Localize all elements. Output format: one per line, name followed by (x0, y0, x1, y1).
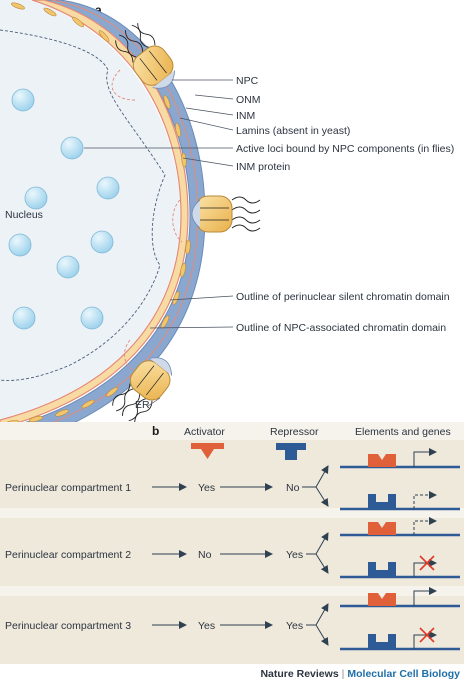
callout-npc: NPC (236, 75, 259, 87)
header-activator: Activator (184, 426, 225, 438)
callout-active-loci: Active loci bound by NPC components (in … (236, 143, 454, 155)
panel-a: a (0, 0, 454, 463)
panel-b-label: b (152, 424, 159, 438)
row-3-name: Perinuclear compartment 3 (5, 620, 131, 632)
callout-inm: INM (236, 110, 255, 122)
callout-leaders (84, 79, 234, 329)
row-2-repressor: Yes (286, 549, 303, 561)
callout-onm: ONM (236, 94, 261, 106)
row-1-activator: Yes (198, 482, 215, 494)
row-1-repressor: No (286, 482, 300, 494)
repressor-glyph (276, 443, 306, 460)
callout-silent-domain: Outline of perinuclear silent chromatin … (236, 291, 450, 303)
row-compartment-2: Perinuclear compartment 2 No Yes (5, 517, 460, 579)
row-2-name: Perinuclear compartment 2 (5, 549, 131, 561)
header-elements-genes: Elements and genes (355, 426, 451, 438)
callout-lamins: Lamins (absent in yeast) (236, 125, 350, 137)
row-band-3 (0, 596, 464, 664)
er-label: ER (135, 399, 150, 411)
blocked-icon (419, 627, 435, 643)
npc-middle (191, 195, 261, 233)
npc-top (115, 23, 176, 89)
active-loci (8, 88, 120, 330)
activator-glyph (191, 443, 224, 459)
row-compartment-3: Perinuclear compartment 3 Yes Yes (5, 587, 460, 651)
callout-inm-protein: INM protein (236, 161, 290, 173)
panel-b: b Activator Repressor Elements and genes… (0, 422, 464, 664)
row-band-1 (0, 440, 464, 508)
blocked-icon (419, 555, 435, 571)
footer-separator: | (341, 668, 345, 680)
activator-element (368, 454, 396, 467)
footer-journal: Nature Reviews (260, 668, 339, 680)
nucleoplasm (0, 0, 180, 419)
er-leader (147, 397, 161, 407)
nucleus-label: Nucleus (5, 209, 43, 221)
repressor-element (368, 494, 396, 509)
silent-chromatin-domain-outline (0, 29, 166, 381)
panel-a-label: a (95, 3, 102, 17)
row-compartment-1: Perinuclear compartment 1 Yes No (5, 448, 460, 511)
footer-brand: Molecular Cell Biology (347, 668, 460, 680)
row-3-repressor: Yes (286, 620, 303, 632)
lamin-bars (4, 2, 191, 426)
row-3-activator: Yes (198, 620, 215, 632)
callout-npc-domain: Outline of NPC-associated chromatin doma… (236, 322, 446, 334)
row-2-activator: No (198, 549, 212, 561)
row-1-name: Perinuclear compartment 1 (5, 482, 131, 494)
npc-bottom (112, 357, 173, 423)
header-repressor: Repressor (270, 426, 319, 438)
nuclear-lamina (0, 0, 189, 429)
nuclear-envelope (0, 0, 206, 451)
journal-footer: Nature Reviews|Molecular Cell Biology (0, 668, 460, 680)
